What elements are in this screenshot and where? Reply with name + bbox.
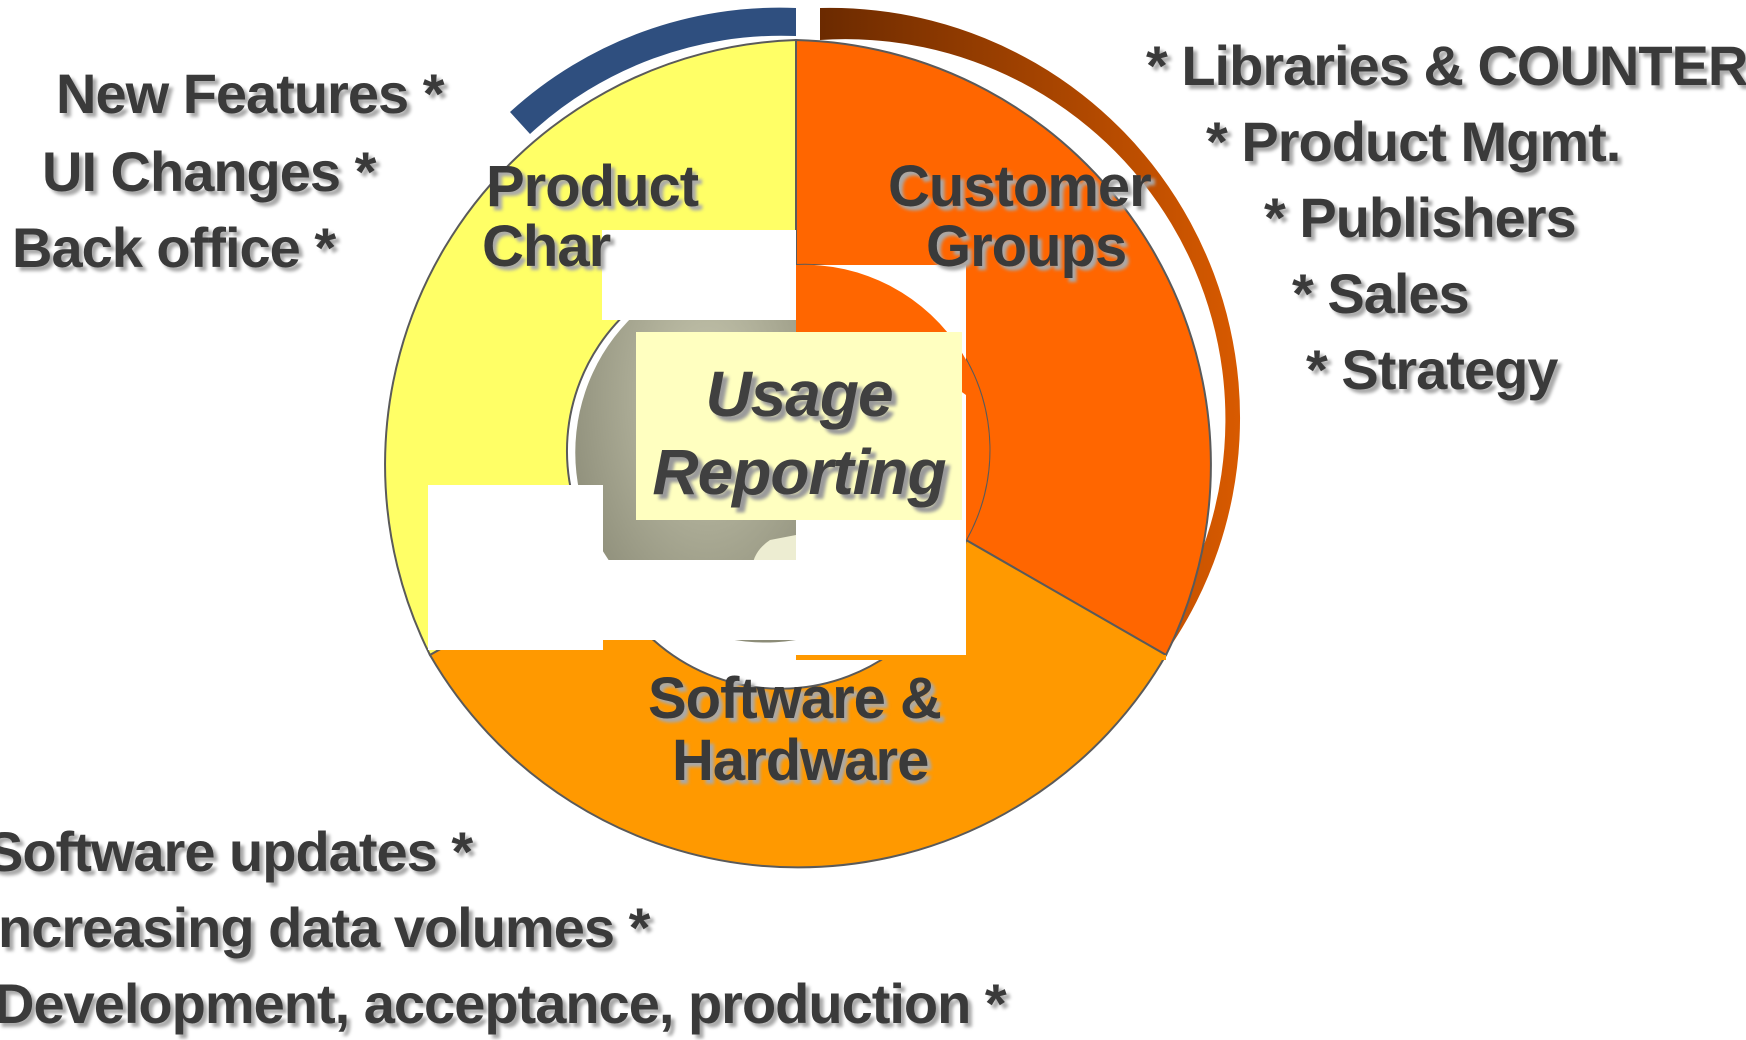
customer-groups-shadow — [820, 7, 1241, 650]
list-item-back-office: Back office * — [12, 216, 336, 279]
center-label-line1: Usage — [705, 358, 893, 430]
list-item-data-volumes: ncreasing data volumes * — [0, 896, 650, 959]
list-item-strategy: * Strategy — [1306, 338, 1558, 401]
list-item-ui-changes: UI Changes * — [42, 140, 376, 203]
mask-rect-left — [428, 485, 603, 650]
segment-label-customer-line1: Customer — [888, 154, 1152, 219]
list-item-dev-acceptance-production: Development, acceptance, production * — [0, 972, 1007, 1035]
center-label-line2: Reporting — [652, 436, 946, 508]
mask-rect-center-left — [602, 230, 796, 320]
list-item-product-mgmt: * Product Mgmt. — [1206, 110, 1621, 173]
product-changes-shadow — [510, 7, 796, 134]
segment-label-software-line1: Software & — [648, 666, 942, 731]
list-item-sales: * Sales — [1292, 262, 1470, 325]
segment-label-software-line2: Hardware — [672, 728, 929, 793]
segment-label-customer-line2: Groups — [926, 214, 1127, 279]
list-item-publishers: * Publishers — [1264, 186, 1577, 249]
mask-rect-bottom — [602, 560, 796, 640]
segment-label-product-line1: Product — [486, 154, 699, 219]
software-bottom-fill — [796, 655, 1166, 660]
list-item-software-updates: Software updates * — [0, 820, 473, 883]
list-item-new-features: New Features * — [56, 62, 444, 125]
list-item-libraries-counter: * Libraries & COUNTER — [1146, 34, 1746, 97]
center-label-box — [636, 332, 962, 520]
segment-label-product-line2: Char — [482, 214, 611, 279]
